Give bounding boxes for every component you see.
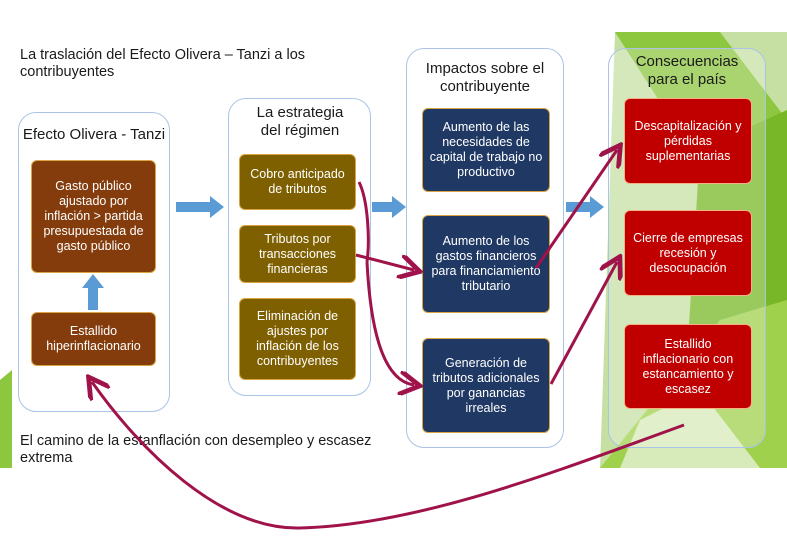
box-eliminacion-ajustes: Eliminación de ajustes por inflación de … bbox=[239, 298, 356, 380]
blue-arrow-col3-to-col4 bbox=[566, 196, 604, 218]
diagram-title: La traslación del Efecto Olivera – Tanzi… bbox=[20, 47, 306, 80]
crimson-arrow-generacion-to-cierre bbox=[549, 262, 617, 385]
box-aumento-necesidades: Aumento de las necesidades de capital de… bbox=[422, 108, 550, 192]
box-estallido-hiperinflacionario: Estallido hiperinflacionario bbox=[31, 312, 156, 366]
box-tributos-transacciones: Tributos por transacciones financieras bbox=[239, 225, 356, 283]
column-header-efecto: Efecto Olivera - Tanzi bbox=[22, 126, 166, 143]
box-cobro-anticipado: Cobro anticipado de tributos bbox=[239, 154, 356, 210]
box-descapitalizacion: Descapitalización y pérdidas suplementar… bbox=[624, 98, 752, 184]
column-header-impactos: Impactos sobre el contribuyente bbox=[425, 60, 545, 95]
crimson-arrow-tributos-to-gastos bbox=[355, 253, 414, 270]
blue-arrow-col1-to-col2 bbox=[176, 196, 224, 218]
footer-caption: El camino de la estanflación con desempl… bbox=[20, 433, 372, 466]
crimson-arrow-to-generacion bbox=[365, 261, 414, 385]
crimson-arrow-feedback-loop bbox=[92, 382, 685, 530]
column-header-consecuencias: Consecuencias para el país bbox=[635, 53, 739, 88]
box-gasto-publico: Gasto público ajustado por inflación > p… bbox=[31, 160, 156, 273]
column-header-estrategia: La estrategia del régimen bbox=[256, 104, 344, 139]
crimson-arrow-cobro-to-gastos bbox=[357, 181, 370, 263]
blue-arrow-up bbox=[82, 274, 104, 310]
box-aumento-gastos-financieros: Aumento de los gastos financieros para f… bbox=[422, 215, 550, 313]
box-generacion-tributos: Generación de tributos adicionales por g… bbox=[422, 338, 550, 433]
crimson-arrow-gastos-to-descap bbox=[534, 150, 617, 269]
box-cierre-empresas: Cierre de empresas recesión y desocupaci… bbox=[624, 210, 752, 296]
box-estallido-inflacionario: Estallido inflacionario con estancamient… bbox=[624, 324, 752, 409]
blue-arrow-col2-to-col3 bbox=[372, 196, 406, 218]
